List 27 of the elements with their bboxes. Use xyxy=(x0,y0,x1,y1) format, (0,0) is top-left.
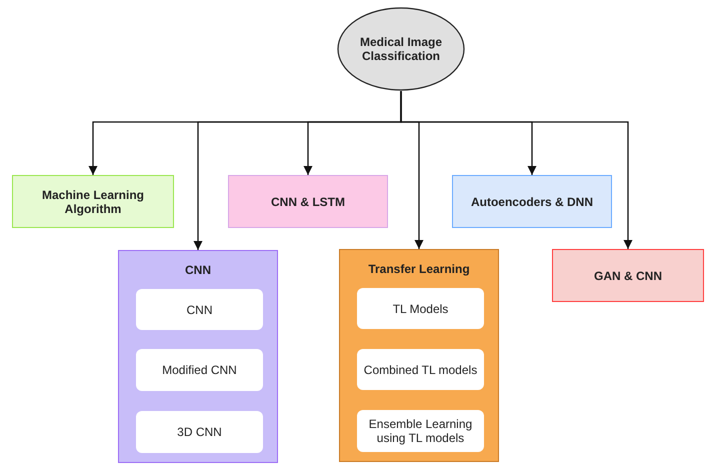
node-label: CNN & LSTM xyxy=(270,194,346,210)
sub-box xyxy=(357,349,484,390)
node-label: Ensemble Learning using TL models xyxy=(368,416,474,447)
sub-box xyxy=(357,410,484,452)
sub-box xyxy=(136,411,263,453)
node-label: Modified CNN xyxy=(161,362,238,379)
node-label: Machine Learning Algorithm xyxy=(40,186,146,218)
group-panel xyxy=(118,250,278,463)
node-label: Autoencoders & DNN xyxy=(470,194,594,210)
category-box xyxy=(452,175,612,228)
sub-box xyxy=(136,349,263,391)
node-label: GAN & CNN xyxy=(593,268,663,284)
category-box xyxy=(552,249,704,302)
group-title: Transfer Learning xyxy=(367,261,471,278)
node-label: Combined TL models xyxy=(362,362,478,378)
category-box xyxy=(228,175,388,228)
root-ellipse xyxy=(337,7,465,91)
sub-box xyxy=(357,288,484,329)
node-label: Medical Image Classification xyxy=(358,34,444,65)
node-label: 3D CNN xyxy=(176,424,223,441)
node-label: CNN xyxy=(186,302,214,318)
node-label: TL Models xyxy=(392,300,450,318)
group-title: CNN xyxy=(184,262,212,279)
connector-arrow xyxy=(400,91,633,249)
sub-box xyxy=(136,289,263,330)
category-box xyxy=(12,175,174,228)
group-panel xyxy=(339,249,499,462)
